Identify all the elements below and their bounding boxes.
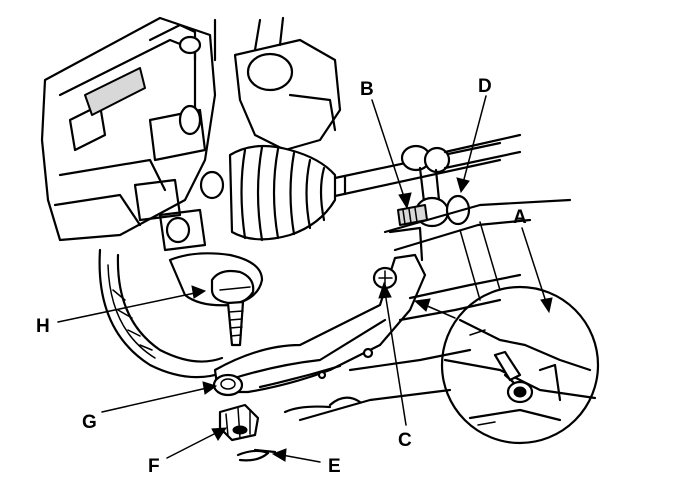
callout-a: A [513,207,527,228]
leader-line-b [371,99,406,201]
arrowhead-g [202,381,218,395]
ball-joint [168,252,264,347]
callout-e: E [328,456,341,477]
steering-knuckle [213,16,342,152]
caliper-bolt [178,35,202,55]
brake-caliper [40,16,225,252]
cotter-pin [236,448,277,462]
brake-rotor [98,248,227,379]
lower-control-arm [212,226,427,397]
callout-g: G [82,412,97,433]
callout-c: C [398,430,412,451]
callout-f: F [148,456,160,477]
callout-d: D [478,76,492,97]
leader-line-g [101,387,208,413]
arrowhead-f [211,427,227,441]
arrowhead-e [271,448,287,462]
arrowhead-d [456,177,470,194]
arrowhead-h [191,285,207,299]
leader-line-c [384,291,407,426]
subframe [283,198,572,422]
arrowhead-a [540,297,553,314]
callout-b: B [360,79,374,100]
caliper-bolt [165,216,191,244]
leader-line-a [521,227,548,306]
detail-inset [440,285,600,445]
cv-joint-boot [228,144,337,242]
leader-lines [57,95,553,463]
leader-line-detail [424,304,456,319]
leader-line-e [281,454,321,463]
leader-line-f [166,431,219,459]
leader-line-d [462,95,487,184]
arrowhead-b [398,192,412,210]
arrowhead-c [378,281,392,299]
stabilizer-link [397,133,522,228]
callout-h: H [36,316,50,337]
leader-line-h [57,292,196,323]
caliper-bolt [178,104,202,136]
callout-labels: A B C D E F G H [36,76,527,477]
caliper-bolt [199,170,225,200]
arrowhead-detail [413,298,431,312]
castle-nut [218,403,260,442]
